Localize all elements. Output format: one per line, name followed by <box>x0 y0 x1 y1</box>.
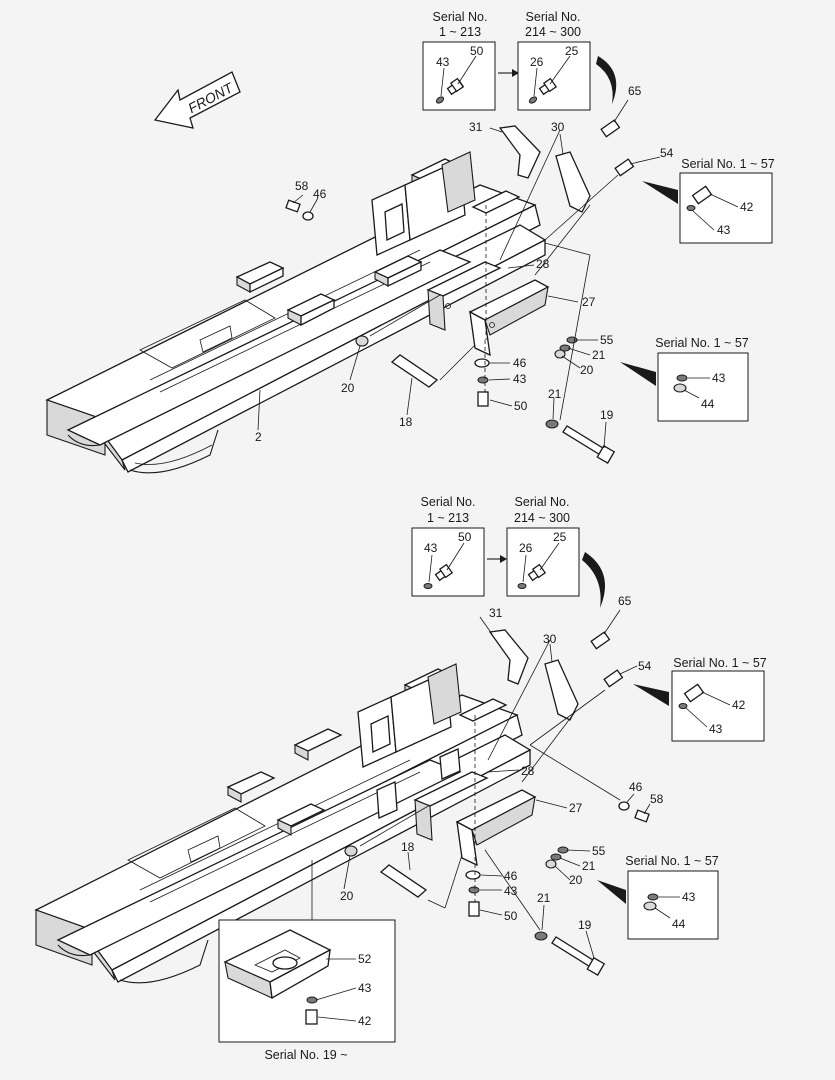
pin-18-icon <box>390 354 439 388</box>
serial-label: Serial No. 1 ~ 57 <box>673 656 767 670</box>
part-labels: 43 50 26 25 65 31 30 54 58 46 42 43 28 2… <box>255 44 754 444</box>
part-label: 52 <box>358 952 372 966</box>
part-label: 42 <box>358 1014 372 1028</box>
part-label: 28 <box>521 764 535 778</box>
part-label: 55 <box>592 844 606 858</box>
frame-upper <box>45 151 550 474</box>
washer-46b-icon <box>474 358 490 368</box>
serial-range: 1 ~ 213 <box>427 511 469 525</box>
serial-box-1-213: Serial No. 1 ~ 213 <box>411 495 485 597</box>
bolt-65-icon <box>600 119 621 138</box>
part-label: 21 <box>548 387 562 401</box>
serial-label: Serial No. 1 ~ 57 <box>655 336 749 350</box>
serial-heading: Serial No. <box>515 495 570 509</box>
nut-20-icon <box>355 335 369 347</box>
serial-heading: Serial No. <box>526 10 581 24</box>
serial-range: 1 ~ 213 <box>439 25 481 39</box>
serial-box-19: Serial No. 19 ~ <box>218 919 396 1062</box>
part-label: 44 <box>701 397 715 411</box>
part-label: 18 <box>399 415 413 429</box>
part-label: 43 <box>709 722 723 736</box>
part-label: 54 <box>638 659 652 673</box>
part-label: 43 <box>424 541 438 555</box>
part-label: 58 <box>650 792 664 806</box>
washer-43-icon <box>477 376 489 384</box>
part-label: 43 <box>513 372 527 386</box>
lower-figure: Serial No. 1 ~ 213 Serial No. 214 ~ 300 <box>34 495 767 1062</box>
serial-heading: Serial No. <box>433 10 488 24</box>
part-label: 27 <box>582 295 596 309</box>
part-label: 21 <box>537 891 551 905</box>
part-labels: 43 50 26 25 65 31 30 54 42 43 28 46 58 2… <box>340 530 746 1028</box>
part-label: 25 <box>553 530 567 544</box>
part-label: 55 <box>600 333 614 347</box>
part-31 <box>498 125 541 179</box>
part-label: 20 <box>341 381 355 395</box>
upper-figure: FRONT Serial No. 1 ~ 213 Serial No. 214 … <box>45 10 775 474</box>
leader-lines <box>257 99 661 449</box>
part-label: 28 <box>536 257 550 271</box>
part-label: 27 <box>569 801 583 815</box>
part-label: 20 <box>340 889 354 903</box>
part-label: 25 <box>565 44 579 58</box>
part-label: 43 <box>712 371 726 385</box>
part-label: 20 <box>580 363 594 377</box>
serial-box-214-300: Serial No. 214 ~ 300 <box>506 495 580 597</box>
part-label: 19 <box>578 918 592 932</box>
bolt-54-icon <box>614 158 635 177</box>
part-label: 42 <box>740 200 754 214</box>
part-label: 58 <box>295 179 309 193</box>
part-label: 54 <box>660 146 674 160</box>
part-label: 2 <box>255 430 262 444</box>
part-label: 43 <box>682 890 696 904</box>
part-label: 20 <box>569 873 583 887</box>
bolt-icon <box>435 77 465 104</box>
part-label: 43 <box>717 223 731 237</box>
part-label: 65 <box>628 84 642 98</box>
part-label: 50 <box>514 399 528 413</box>
part-label: 50 <box>458 530 472 544</box>
part-label: 43 <box>504 884 518 898</box>
part-label: 43 <box>436 55 450 69</box>
part-label: 26 <box>530 55 544 69</box>
washer-21b-icon <box>559 344 571 352</box>
part-label: 31 <box>469 120 483 134</box>
serial-range: 214 ~ 300 <box>514 511 570 525</box>
bolt-19-icon <box>562 425 616 464</box>
part-label: 18 <box>401 840 415 854</box>
serial-label: Serial No. 19 ~ <box>264 1048 347 1062</box>
washer-21-icon <box>545 419 559 429</box>
part-label: 50 <box>504 909 518 923</box>
part-label: 30 <box>551 120 565 134</box>
part-label: 50 <box>470 44 484 58</box>
part-label: 44 <box>672 917 686 931</box>
part-label: 42 <box>732 698 746 712</box>
part-label: 46 <box>313 187 327 201</box>
part-label: 65 <box>618 594 632 608</box>
part-label: 21 <box>592 348 606 362</box>
serial-box-214-300: Serial No. 214 ~ 300 <box>517 10 591 111</box>
part-label: 46 <box>513 356 527 370</box>
part-label: 19 <box>600 408 614 422</box>
part-label: 46 <box>629 780 643 794</box>
serial-label: Serial No. 1 ~ 57 <box>681 157 775 171</box>
part-label: 46 <box>504 869 518 883</box>
leader-lines <box>311 609 651 959</box>
serial-label: Serial No. 1 ~ 57 <box>625 854 719 868</box>
part-label: 31 <box>489 606 503 620</box>
serial-range: 214 ~ 300 <box>525 25 581 39</box>
part-label: 21 <box>582 859 596 873</box>
bolt-50-icon <box>477 391 489 407</box>
washer-46-icon <box>302 211 314 221</box>
serial-heading: Serial No. <box>421 495 476 509</box>
serial-box-1-213: Serial No. 1 ~ 213 <box>422 10 496 111</box>
part-label: 26 <box>519 541 533 555</box>
part-label: 30 <box>543 632 557 646</box>
part-label: 43 <box>358 981 372 995</box>
